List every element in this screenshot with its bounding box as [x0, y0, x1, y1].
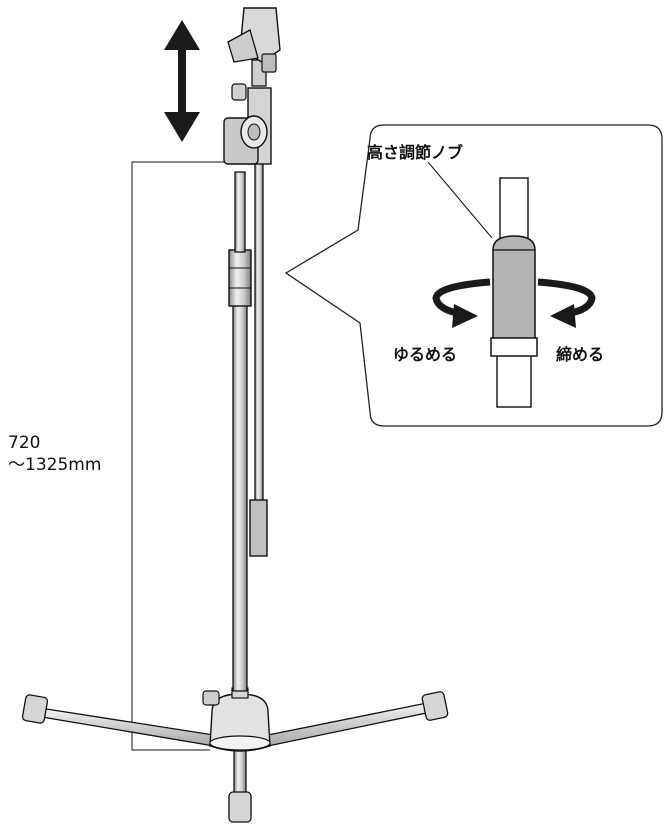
stand-lower-tube	[232, 304, 248, 692]
tighten-label: 締める	[556, 345, 605, 364]
tripod-leg-right	[267, 691, 449, 747]
height-range-text: ～1325mm	[8, 455, 102, 475]
tripod-base	[202, 687, 271, 752]
zoomed-knob	[490, 235, 538, 357]
height-min-label: 720	[8, 433, 41, 453]
height-adjust-knob	[228, 249, 252, 307]
loosen-label: ゆるめる	[393, 345, 458, 364]
boom-clamp	[223, 83, 272, 165]
knob-callout	[284, 124, 663, 427]
stand-upper-tube	[234, 171, 246, 253]
tripod-leg-front	[228, 747, 252, 823]
tighten-arrow-icon	[537, 278, 596, 328]
knob-label: 高さ調節ノブ	[367, 143, 464, 162]
height-range-label: 720 ～1325mm	[8, 432, 101, 476]
loosen-arrow-icon	[432, 278, 491, 328]
tripod-leg-left	[21, 694, 215, 747]
up-down-arrow-icon	[164, 20, 200, 142]
boom-rod	[249, 159, 268, 557]
height-dimension-bracket	[131, 161, 226, 751]
mic-holder	[227, 7, 281, 87]
